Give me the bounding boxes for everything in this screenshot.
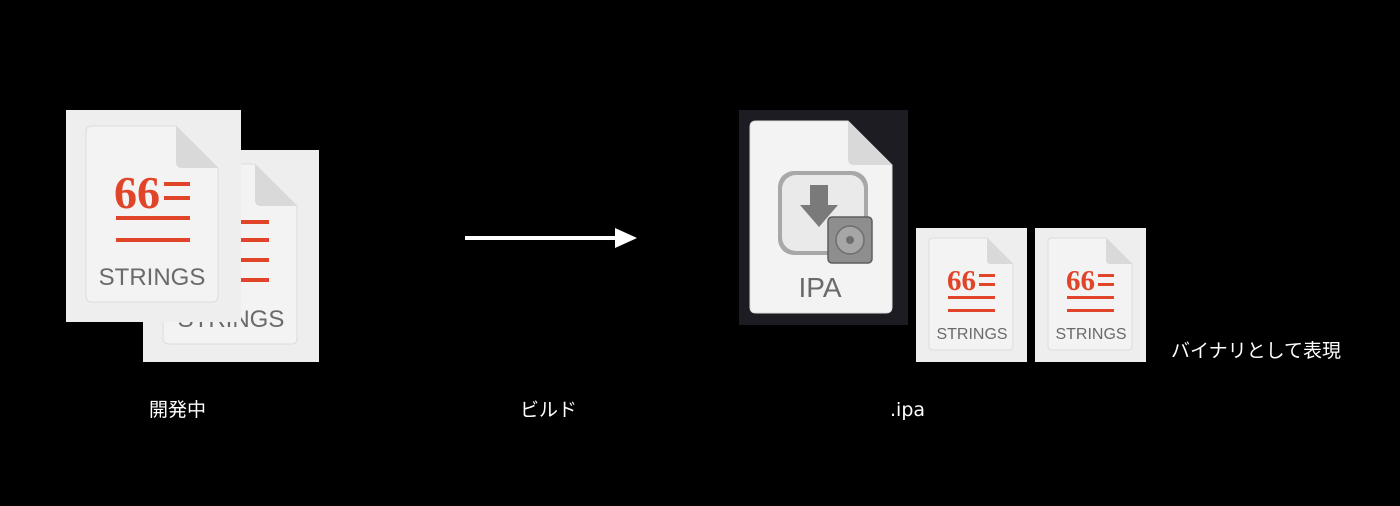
strings-label: STRINGS	[99, 264, 206, 291]
strings-document-icon: 66 STRINGS	[85, 125, 219, 303]
svg-text:66: 66	[114, 167, 160, 218]
ipa-installer-icon: IPA	[749, 120, 893, 314]
strings-document-icon: 66 STRINGS	[928, 237, 1014, 351]
strings-label: STRINGS	[936, 326, 1007, 343]
strings-label: STRINGS	[1055, 326, 1126, 343]
development-caption: 開発中	[149, 399, 207, 421]
ipa-caption: .ipa	[890, 399, 926, 421]
svg-text:66: 66	[1066, 265, 1095, 297]
ipa-label: IPA	[798, 272, 841, 303]
arrow-right-icon	[465, 228, 637, 248]
svg-text:66: 66	[947, 265, 976, 297]
binary-note: バイナリとして表現	[1171, 340, 1342, 362]
build-caption: ビルド	[520, 399, 578, 421]
strings-document-icon: 66 STRINGS	[1047, 237, 1133, 351]
